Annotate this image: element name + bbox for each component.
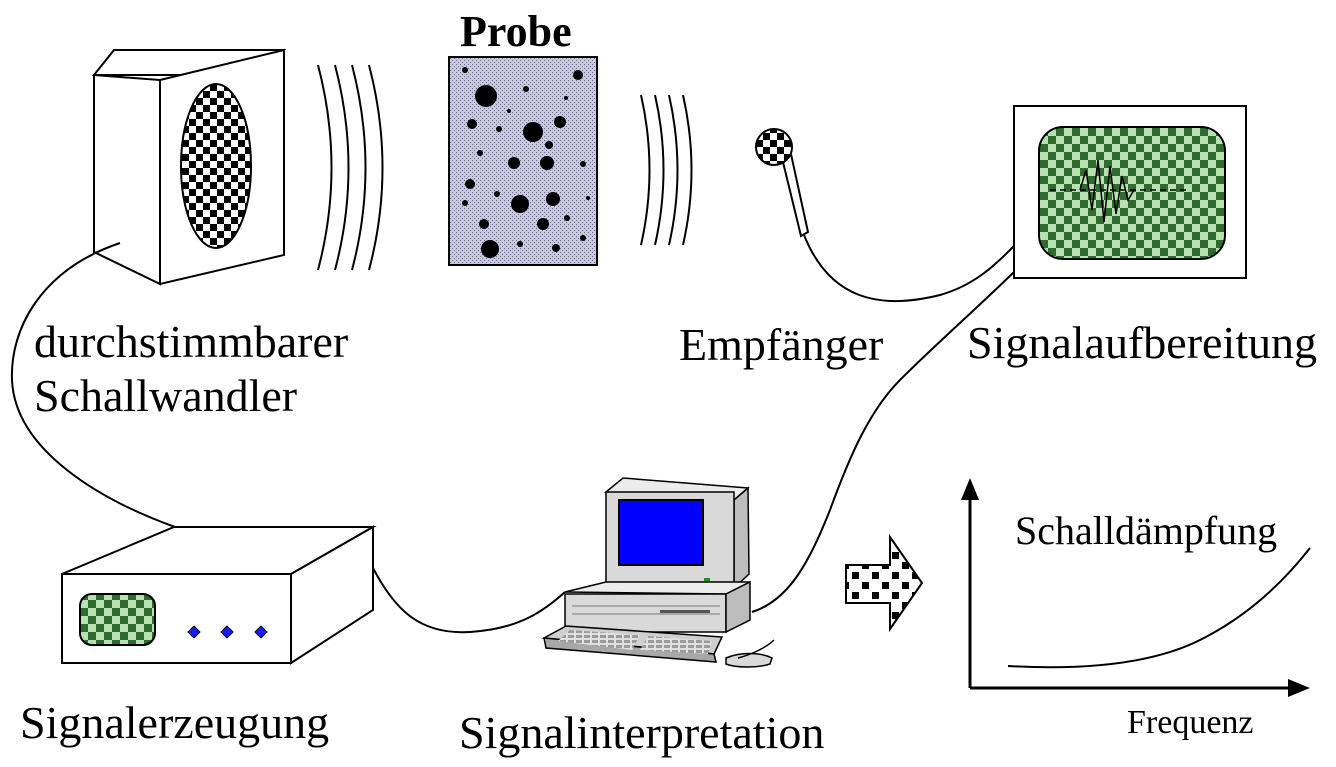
processing-cable bbox=[751, 271, 1015, 613]
y-axis-arrowhead bbox=[961, 478, 979, 500]
attenuation-label: Schalldämpfung bbox=[1015, 508, 1277, 553]
signal-generator-icon bbox=[61, 525, 377, 665]
receiver-cable bbox=[803, 234, 1015, 303]
transducer-cable bbox=[10, 242, 176, 528]
sample-icon bbox=[448, 56, 598, 266]
signal-generation-label: Signalerzeugung bbox=[20, 697, 329, 748]
sound-waves-right bbox=[640, 94, 693, 246]
attenuation-graph bbox=[961, 478, 1311, 697]
generator-cable bbox=[372, 567, 566, 634]
arrow-icon bbox=[845, 533, 924, 633]
probe-label: Probe bbox=[460, 7, 572, 56]
computer-icon bbox=[541, 477, 775, 668]
speaker-icon bbox=[91, 48, 287, 286]
microphone-icon bbox=[755, 128, 810, 238]
receiver-label: Empfänger bbox=[679, 319, 883, 370]
transducer-label-line2: Schallwandler bbox=[34, 370, 297, 421]
oscilloscope-icon bbox=[1013, 105, 1247, 279]
transducer-label-line1: durchstimmbarer bbox=[34, 316, 348, 367]
signal-interpretation-label: Signalinterpretation bbox=[459, 707, 824, 758]
frequency-label: Frequenz bbox=[1127, 704, 1254, 741]
sound-waves-left bbox=[317, 64, 384, 271]
x-axis-arrowhead bbox=[1288, 679, 1310, 697]
signal-processing-label: Signalaufbereitung bbox=[967, 317, 1317, 368]
attenuation-curve bbox=[1007, 547, 1311, 669]
